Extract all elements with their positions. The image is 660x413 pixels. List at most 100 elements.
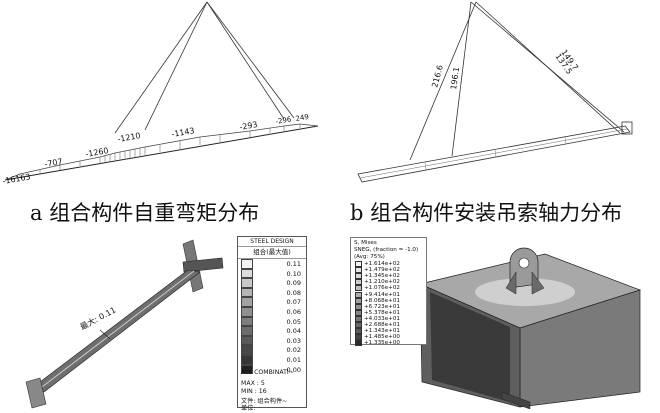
moment-label: -1260 — [85, 146, 109, 159]
legend-swatch — [355, 328, 362, 335]
beam-segments — [424, 136, 567, 171]
moment-label: -293 — [239, 120, 258, 132]
legend-value: +1.485e+00 — [364, 334, 400, 341]
legend-row: 0.10 — [241, 268, 303, 279]
moment-diagram-svg: -16163 -707 -1260 -1210 -1143 -293 -296 … — [2, 1, 319, 186]
beam-end-plate — [621, 121, 633, 135]
legend-unit: 单位: — [241, 405, 256, 412]
legend-value: +4.033e+01 — [364, 315, 400, 322]
legend-swatch — [355, 279, 362, 286]
legend-value: +1.345e+02 — [364, 273, 400, 280]
legend-value: +6.723e+01 — [364, 303, 400, 310]
panel-a-moment-diagram: -16163 -707 -1260 -1210 -1143 -293 -296 … — [0, 0, 330, 195]
moment-label: -296 — [275, 115, 293, 126]
stress-zone — [475, 278, 575, 306]
legend-row: +5.378e+01 — [355, 309, 425, 316]
legend-value: +8.068e+01 — [364, 297, 400, 304]
lug-hole — [518, 257, 530, 269]
legend-swatch — [241, 268, 253, 279]
legend-swatch — [355, 297, 362, 304]
cable-line — [475, 1, 621, 134]
legend-row: 0.09 — [241, 278, 303, 288]
legend-row: +1.210e+02 — [355, 279, 425, 286]
stress-legend: S, Mises SNEG, (fraction = -1.0) (Avg: 7… — [350, 237, 427, 347]
legend-value: +1.076e+02 — [364, 285, 400, 292]
legend-row: 0.05 — [241, 316, 303, 327]
legend-value: 0.01 — [286, 356, 301, 364]
legend-row: +8.068e+01 — [355, 297, 425, 304]
beam-axis — [4, 125, 319, 181]
legend-swatch — [241, 355, 253, 365]
legend-row: +1.335e+00 — [355, 340, 425, 347]
legend-row: 0.04 — [241, 326, 303, 336]
bottom-end-plate — [25, 377, 47, 409]
legend-swatch — [355, 273, 362, 280]
cross-arm — [182, 257, 224, 273]
legend-row: 0.03 — [241, 335, 303, 346]
cable-line — [409, 1, 477, 161]
member-highlight — [37, 270, 195, 391]
legend-value: +5.378e+01 — [364, 309, 400, 316]
moment-label: -1143 — [171, 126, 195, 139]
legend-row: 0.08 — [241, 287, 303, 298]
legend-swatch — [355, 267, 362, 274]
legend-value: 0.08 — [286, 288, 301, 297]
legend-value: 0.03 — [286, 336, 301, 345]
callout-leader — [99, 329, 111, 340]
legend-min: MIN : 16 — [241, 388, 267, 395]
moment-label: -707 — [44, 157, 63, 169]
legend-swatch — [241, 287, 253, 298]
legend-row: 0.02 — [241, 345, 303, 355]
caption-b: b 组合构件安装吊索轴力分布 — [350, 201, 623, 225]
legend-file: 文件: 组合构件~ — [241, 398, 288, 405]
legend-row: +1.614e+02 — [355, 261, 425, 268]
caption-a: a 组合构件自重弯矩分布 — [30, 201, 260, 225]
legend-row: 0.00 — [241, 364, 303, 375]
beam-centerline — [359, 128, 628, 179]
legend-value: 0.00 — [286, 365, 301, 374]
legend-row: 0.11 — [241, 259, 303, 269]
legend-combination: ALL COMBINATI~ — [241, 369, 294, 376]
legend-row: +6.723e+01 — [355, 303, 425, 310]
cable-line — [451, 1, 472, 157]
cable-line — [206, 1, 285, 120]
moment-label: -16163 — [2, 172, 31, 186]
legend-value: +1.335e+00 — [364, 340, 400, 347]
beam-outline — [357, 125, 631, 183]
legend-swatch — [355, 291, 362, 298]
legend-value: 0.11 — [286, 260, 301, 268]
legend-value: +1.479e+02 — [364, 267, 400, 274]
legend-swatch — [241, 297, 253, 307]
legend-row: +1.076e+02 — [355, 285, 425, 292]
legend-swatch — [355, 261, 362, 268]
legend-header: SNEG, (fraction = -1.0) — [354, 247, 419, 253]
legend-row: +1.343e+01 — [355, 328, 425, 335]
legend-row: +1.345e+02 — [355, 273, 425, 280]
legend-swatch — [241, 326, 253, 336]
legend-value: 0.04 — [286, 327, 301, 336]
legend-header: (Avg: 75%) — [354, 254, 385, 260]
lug-stiffener — [531, 271, 545, 295]
force-label: 196.1 — [449, 66, 461, 90]
legend-swatch — [241, 278, 253, 288]
legend-row: 0.06 — [241, 307, 303, 317]
legend-swatch — [355, 334, 362, 341]
legend-swatch — [241, 335, 253, 346]
legend-row: +1.479e+02 — [355, 267, 425, 274]
legend-value: 0.02 — [286, 346, 301, 355]
legend-row: +9.414e+01 — [355, 291, 425, 298]
legend-max: MAX : 5 — [241, 380, 265, 387]
legend-value: 0.10 — [286, 269, 301, 278]
legend-value: 0.05 — [286, 317, 301, 326]
legend-swatch — [355, 315, 362, 322]
sling-force-svg: 216.6 196.1 149.7 137.5 — [357, 1, 633, 183]
panel-d-stress-contour: S, Mises SNEG, (fraction = -1.0) (Avg: 7… — [330, 232, 660, 410]
legend-value: 0.06 — [286, 308, 301, 316]
legend-swatch — [355, 309, 362, 316]
legend-row: +1.485e+00 — [355, 334, 425, 341]
legend-swatch — [241, 316, 253, 327]
cable-line — [144, 1, 208, 131]
legend-row: +4.033e+01 — [355, 315, 425, 322]
legend-header: S, Mises — [354, 240, 377, 246]
